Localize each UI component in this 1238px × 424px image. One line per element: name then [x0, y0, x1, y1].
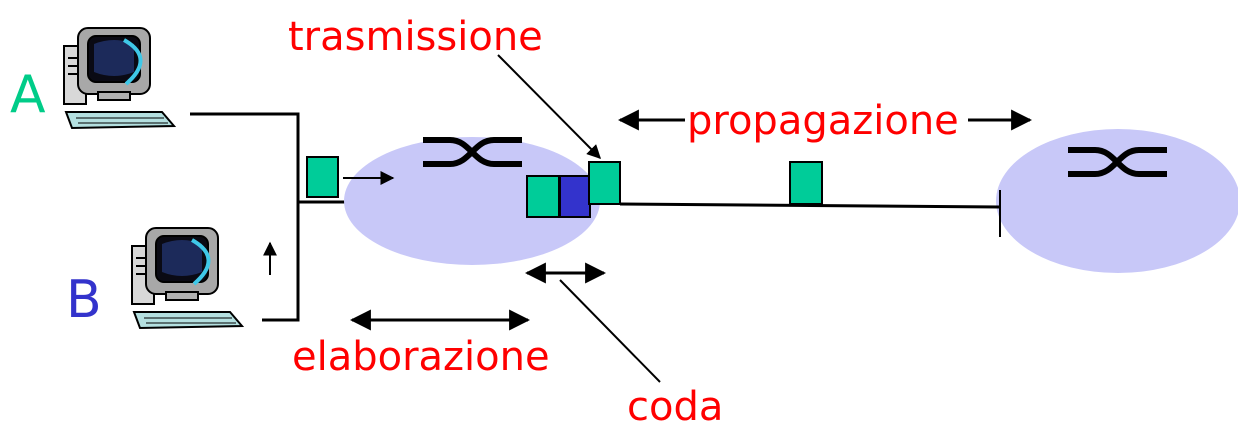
transmission-label: trasmissione — [288, 14, 543, 60]
packet-transmitting — [588, 161, 621, 205]
computer-icon — [130, 226, 244, 330]
propagation-label: propagazione — [687, 98, 959, 144]
switch-icon — [1068, 147, 1167, 177]
packet-propagating — [789, 161, 823, 205]
packet-queued — [559, 175, 591, 218]
link-host-a — [190, 112, 300, 202]
host-a-label: A — [10, 65, 46, 125]
queue-label: coda — [627, 384, 723, 424]
host-b-label: B — [66, 270, 102, 330]
queue-pointer — [559, 279, 661, 383]
outgoing-link — [619, 202, 1001, 209]
computer-icon — [62, 26, 176, 130]
link-host-b — [262, 202, 300, 322]
transmission-pointer — [497, 54, 601, 159]
network-links — [190, 112, 345, 322]
switch-icon — [423, 137, 522, 167]
packet-arriving — [306, 156, 339, 198]
router-left — [344, 137, 600, 265]
packet-queued — [526, 175, 560, 218]
processing-label: elaborazione — [292, 334, 550, 380]
router-right — [996, 129, 1238, 273]
